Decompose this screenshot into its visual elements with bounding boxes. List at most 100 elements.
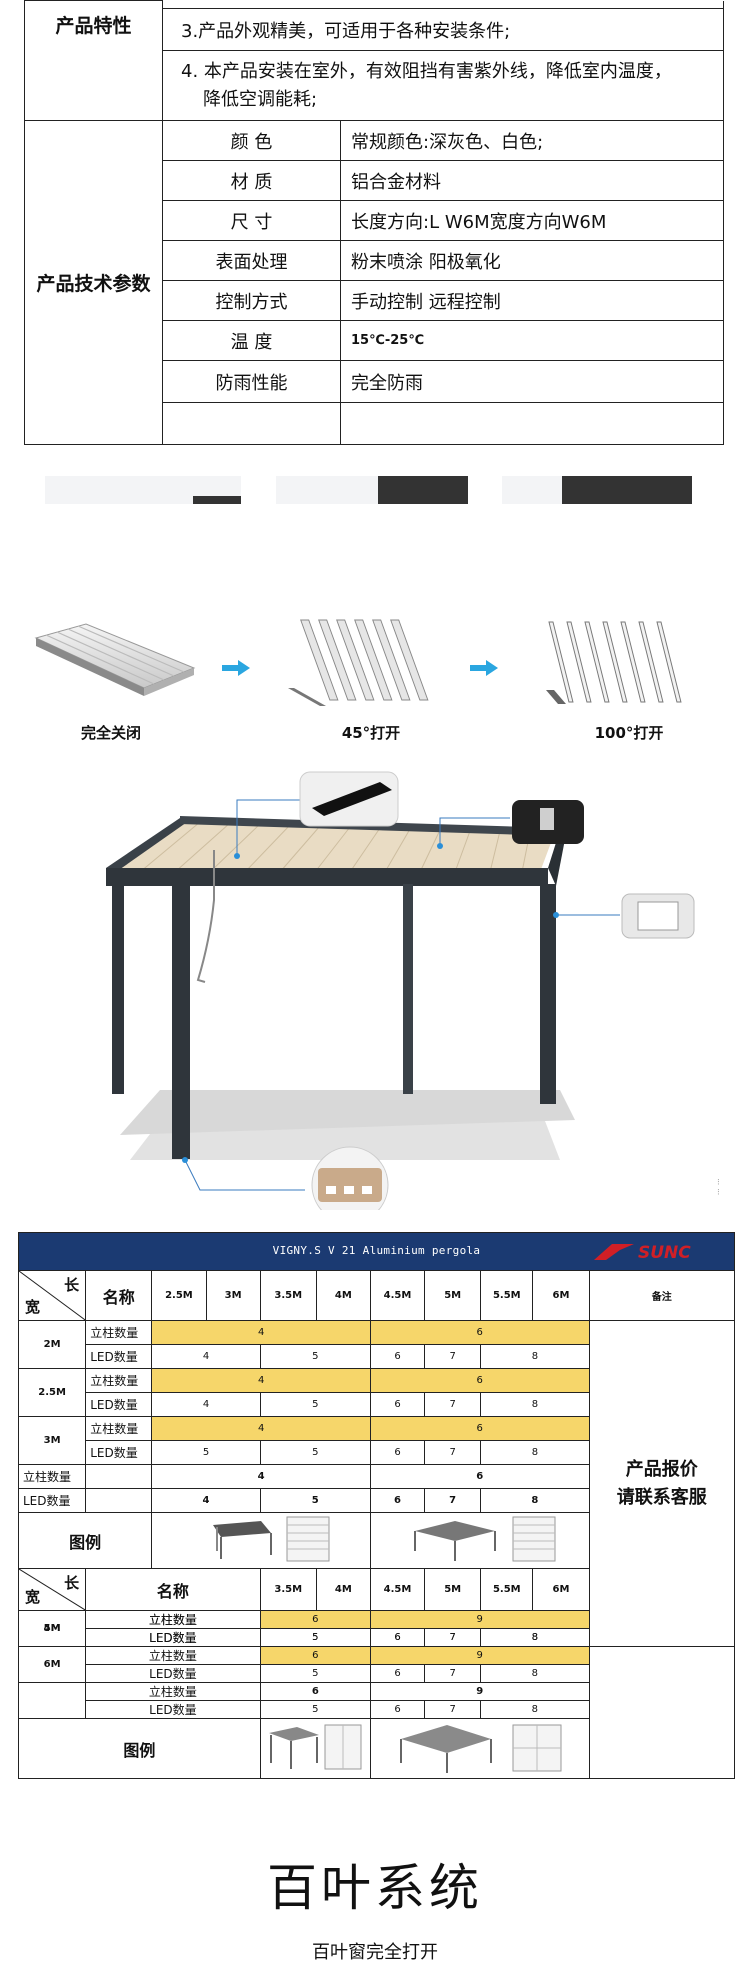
led-value: 6 xyxy=(369,1488,426,1513)
led-count-label: LED数量 xyxy=(85,1440,153,1465)
width-label: 5M xyxy=(17,1610,87,1647)
legend-images xyxy=(369,1718,590,1779)
param-value: 粉末喷涂 阳极氧化 xyxy=(340,240,724,281)
col-count-label: 立柱数量 xyxy=(85,1368,153,1393)
col-count-label: 立柱数量 xyxy=(85,1320,153,1345)
led-value: 6 xyxy=(369,1392,426,1417)
params-label: 产品技术参数 xyxy=(24,120,163,445)
logo-text: SUNC xyxy=(638,1243,691,1263)
led-value: 8 xyxy=(480,1664,590,1683)
led-value: 7 xyxy=(424,1700,482,1719)
pergola-thumbnail-icon xyxy=(413,1516,556,1562)
size-corner: 长宽 xyxy=(17,1568,87,1611)
col-count-label: 立柱数量 xyxy=(17,1464,87,1489)
col-count-value: 9 xyxy=(369,1610,590,1629)
size-header: 3.5M xyxy=(259,1270,317,1321)
features-label: 产品特性 xyxy=(24,0,163,121)
col-count-label: 立柱数量 xyxy=(85,1610,261,1629)
width-label: 2M xyxy=(17,1320,87,1369)
size-header: 5M xyxy=(424,1568,482,1611)
name-header: 名称 xyxy=(85,1568,261,1611)
param-value: 铝合金材料 xyxy=(340,160,724,201)
param-label xyxy=(162,402,341,445)
led-value: 7 xyxy=(424,1628,482,1647)
louver-closed-image xyxy=(34,623,196,696)
col-count-label: 立柱数量 xyxy=(85,1416,153,1441)
size-header: 4.5M xyxy=(369,1270,426,1321)
width-label: 6M xyxy=(17,1646,87,1683)
arrow-right-icon xyxy=(222,660,250,676)
param-value: 完全防雨 xyxy=(340,360,724,403)
sunc-logo-icon: SUNC xyxy=(594,1243,691,1263)
led-value: 5 xyxy=(259,1664,371,1683)
size-header: 4.5M xyxy=(369,1568,426,1611)
pergola-thumbnail-icon xyxy=(399,1724,562,1773)
led-value: 8 xyxy=(480,1344,590,1369)
col-count-label: 立柱数量 xyxy=(85,1682,261,1701)
feature-4-line1: 4. 本产品安装在室外，有效阻挡有害紫外线，降低室内温度， xyxy=(181,60,672,82)
led-count-label: LED数量 xyxy=(85,1664,261,1683)
section-title: 百叶系统 xyxy=(267,1859,483,1917)
led-value: 6 xyxy=(369,1344,426,1369)
led-value: 8 xyxy=(480,1392,590,1417)
param-value: 手动控制 远程控制 xyxy=(340,280,724,321)
led-value: 8 xyxy=(480,1700,590,1719)
param-value: 常规颜色:深灰色、白色; xyxy=(340,120,724,161)
feature-3: 3.产品外观精美，可适用于各种安装条件; xyxy=(162,8,724,51)
width-label: 2.5M xyxy=(17,1368,87,1417)
size-header: 3M xyxy=(205,1270,261,1321)
col-count-value: 6 xyxy=(259,1646,371,1665)
led-value: 5 xyxy=(259,1628,371,1647)
legend-images xyxy=(151,1512,371,1569)
col-count-value: 6 xyxy=(369,1368,590,1393)
louver-100-open-image xyxy=(546,621,682,704)
size-header: 2.5M xyxy=(151,1270,207,1321)
col-count-value: 9 xyxy=(369,1682,590,1701)
corner-wide-label: 宽 xyxy=(25,1298,41,1316)
louver-45-open-image xyxy=(288,619,429,706)
led-value: 5 xyxy=(259,1392,371,1417)
param-label: 材 质 xyxy=(162,160,341,201)
col-count-value: 4 xyxy=(151,1368,371,1393)
col-count-value: 4 xyxy=(151,1320,371,1345)
size-header: 4M xyxy=(315,1270,371,1321)
size-header: 5.5M xyxy=(480,1270,534,1321)
led-value: 6 xyxy=(369,1440,426,1465)
quote-line2: 请联系客服 xyxy=(616,1486,707,1508)
size-table-header: VIGNY.S V 21 Aluminium pergola SUNC xyxy=(18,1232,735,1270)
param-label: 尺 寸 xyxy=(162,200,341,241)
param-label: 温 度 xyxy=(162,320,341,361)
feature-4: 4. 本产品安装在室外，有效阻挡有害紫外线，降低室内温度， 降低空调能耗; xyxy=(162,50,724,121)
pergola-illustration xyxy=(106,771,695,1210)
slat-sample-image xyxy=(502,476,692,504)
pergola-thumbnail-icon xyxy=(213,1516,330,1562)
led-value: 8 xyxy=(480,1488,590,1513)
col-count-value: 4 xyxy=(151,1464,371,1489)
legend-label: 图例 xyxy=(18,1718,261,1779)
corner-long-label: 长 xyxy=(64,1574,80,1592)
width-label: 3M xyxy=(17,1416,87,1465)
louver-caption: 45°打开 xyxy=(341,724,401,742)
led-value: 5 xyxy=(259,1488,371,1513)
param-value: 长度方向:L W6M宽度方向W6M xyxy=(340,200,724,241)
quote-line1: 产品报价 xyxy=(625,1458,698,1480)
col-count-value: 6 xyxy=(369,1464,590,1489)
param-label: 防雨性能 xyxy=(162,360,341,403)
param-label: 表面处理 xyxy=(162,240,341,281)
corner-wide-label: 宽 xyxy=(25,1588,41,1606)
col-count-value: 4 xyxy=(151,1416,371,1441)
led-value: 4 xyxy=(151,1392,261,1417)
name-header: 名称 xyxy=(85,1270,153,1321)
remark-cell xyxy=(588,1610,735,1779)
size-header: 5.5M xyxy=(480,1568,534,1611)
param-value: 15℃-25℃ xyxy=(340,320,724,361)
led-value: 6 xyxy=(369,1628,426,1647)
led-value: 5 xyxy=(151,1440,261,1465)
led-value: 7 xyxy=(424,1488,482,1513)
led-value: 7 xyxy=(424,1344,482,1369)
led-count-label: LED数量 xyxy=(85,1392,153,1417)
pergola-thumbnail-icon xyxy=(269,1724,362,1770)
slat-sample-image xyxy=(45,476,241,504)
param-label: 控制方式 xyxy=(162,280,341,321)
size-corner: 长宽 xyxy=(17,1270,87,1321)
